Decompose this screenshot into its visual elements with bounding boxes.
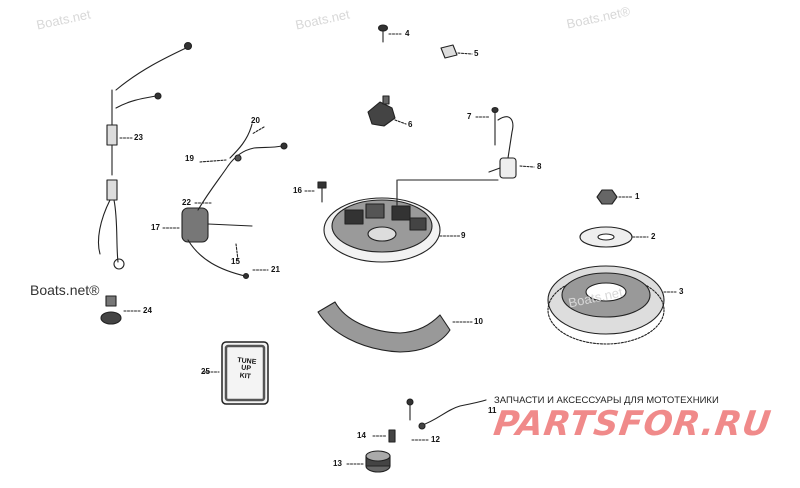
callout-22: 22 — [182, 198, 191, 207]
callout-17: 17 — [151, 223, 160, 232]
callout-5: 5 — [474, 49, 479, 58]
brand-logo: PARTSFOR.RU — [491, 404, 774, 444]
plate-part — [440, 44, 473, 59]
callout-14: 14 — [357, 431, 366, 440]
coil-assembly-part — [162, 123, 288, 280]
callout-6: 6 — [408, 120, 413, 129]
stator-plate-part — [323, 179, 499, 263]
callout-9: 9 — [461, 231, 466, 240]
wire-harness-part — [97, 41, 193, 270]
callout-15: 15 — [231, 257, 240, 266]
callout-16: 16 — [293, 186, 302, 195]
callout-24: 24 — [143, 306, 152, 315]
kit-box-label: TUNE UP KIT — [228, 356, 264, 381]
callout-8: 8 — [537, 162, 542, 171]
callout-7: 7 — [467, 112, 472, 121]
lead-wire-part — [372, 398, 487, 443]
callout-3: 3 — [679, 287, 684, 296]
sensor-part — [100, 295, 141, 325]
callout-19: 19 — [185, 154, 194, 163]
callout-13: 13 — [333, 459, 342, 468]
tune-up-kit-part — [203, 341, 269, 405]
condenser-part — [475, 106, 535, 179]
bushing-part — [346, 450, 391, 473]
callout-20: 20 — [251, 116, 260, 125]
brand-tagline: ЗАПЧАСТИ И АКСЕССУАРЫ ДЛЯ МОТОТЕХНИКИ — [494, 395, 719, 406]
washer-part — [579, 226, 649, 248]
callout-12: 12 — [431, 435, 440, 444]
callout-1: 1 — [635, 192, 640, 201]
callout-2: 2 — [651, 232, 656, 241]
callout-10: 10 — [474, 317, 483, 326]
callout-25: 25 — [201, 367, 210, 376]
callout-23: 23 — [134, 133, 143, 142]
bolt-part — [304, 181, 327, 203]
watermark: Boats.net® — [30, 282, 100, 298]
screw-part — [377, 24, 402, 43]
flywheel-part — [547, 265, 677, 345]
callout-11: 11 — [488, 406, 497, 415]
callout-4: 4 — [405, 29, 410, 38]
nut-part — [596, 189, 633, 205]
clamp-part — [367, 95, 407, 127]
callout-21: 21 — [271, 265, 280, 274]
bracket-part — [317, 301, 473, 353]
